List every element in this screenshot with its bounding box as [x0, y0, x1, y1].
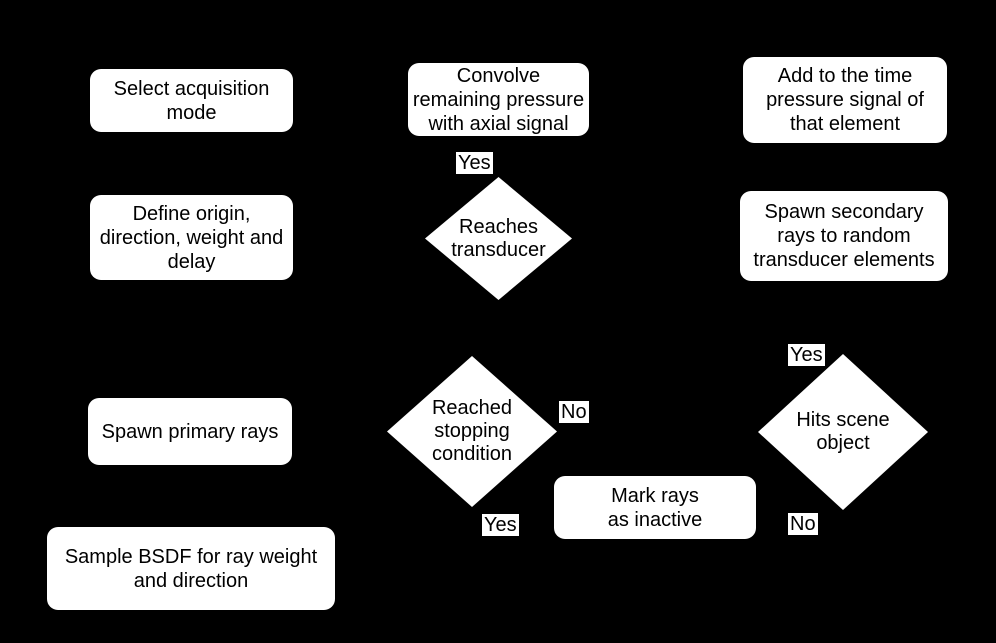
decision-reaches-transducer: Reaches transducer	[425, 177, 572, 300]
node-sample-bsdf: Sample BSDF for ray weight and direction	[47, 527, 335, 610]
edge-label-reached-stopping-no: No	[559, 401, 589, 423]
node-spawn-primary-rays: Spawn primary rays	[88, 398, 292, 465]
decision-hits-scene-object: Hits scene object	[758, 354, 928, 510]
node-convolve-remaining-pressure: Convolve remaining pressure with axial s…	[408, 63, 589, 136]
edge-label-hits-scene-yes: Yes	[788, 344, 825, 366]
edge-label-reaches-transducer-yes: Yes	[456, 152, 493, 174]
node-define-origin-direction-weight-delay: Define origin, direction, weight and del…	[90, 195, 293, 280]
node-mark-rays-as-inactive: Mark rays as inactive	[554, 476, 756, 539]
edge-label-hits-scene-no: No	[788, 513, 818, 535]
node-select-acquisition-mode: Select acquisition mode	[90, 69, 293, 132]
decision-reached-stopping-condition: Reached stopping condition	[387, 356, 557, 507]
node-spawn-secondary-rays: Spawn secondary rays to random transduce…	[740, 191, 948, 281]
node-add-to-time-pressure-signal: Add to the time pressure signal of that …	[743, 57, 947, 143]
edge-label-reached-stopping-yes: Yes	[482, 514, 519, 536]
